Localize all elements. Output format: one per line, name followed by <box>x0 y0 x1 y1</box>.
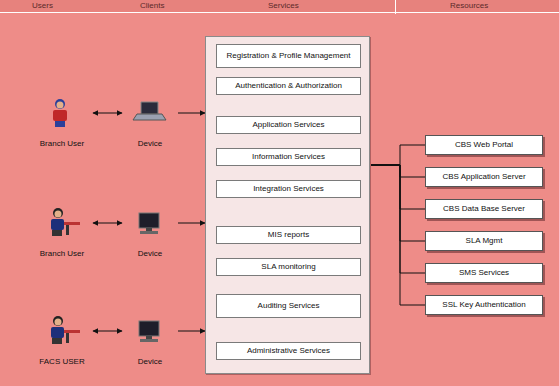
node-text: SMS Services <box>459 268 509 277</box>
node-text: CBS Data Base Server <box>443 204 525 213</box>
node-text: SLA monitoring <box>261 262 315 271</box>
node-text: Auditing Services <box>258 301 320 310</box>
service-box: MIS reports <box>216 226 361 244</box>
service-box: Integration Services <box>216 180 361 198</box>
header-rule <box>0 12 559 13</box>
actor-label: Device <box>124 208 176 258</box>
actor-label: FACS USER <box>33 316 91 366</box>
node-text: Authentication & Authorization <box>235 81 342 90</box>
actor-label: Branch User <box>33 98 91 148</box>
node-text: Device <box>137 249 163 258</box>
node-text: Integration Services <box>253 184 324 193</box>
connector <box>370 165 425 177</box>
resource-box: CBS Application Server <box>425 167 543 187</box>
service-box: SLA monitoring <box>216 258 361 276</box>
connector <box>178 113 205 114</box>
node-text: FACS USER <box>38 357 85 366</box>
services-panel: Registration & Profile ManagementAuthent… <box>205 36 370 374</box>
node-text: Application Services <box>252 120 324 129</box>
service-box: Registration & Profile Management <box>216 44 361 68</box>
actor-label: Device <box>124 98 176 148</box>
node-text: Branch User <box>39 139 85 148</box>
user-icon <box>51 316 80 344</box>
node-text: Information Services <box>252 152 325 161</box>
connector <box>370 165 425 305</box>
desktop-icon <box>139 213 159 234</box>
header-band <box>0 0 559 12</box>
header-tick <box>395 0 396 14</box>
node-text: Registration & Profile Management <box>226 51 350 60</box>
service-box: Application Services <box>216 116 361 134</box>
resource-box: SLA Mgmt <box>425 231 543 251</box>
resource-box: CBS Data Base Server <box>425 199 543 219</box>
node-text: Administrative Services <box>247 346 330 355</box>
connector <box>370 165 425 209</box>
connector <box>93 223 122 224</box>
node-text: Branch User <box>39 249 85 258</box>
connector <box>370 165 425 273</box>
column-heading: Services <box>268 1 299 10</box>
connector <box>370 165 425 241</box>
node-text: MIS reports <box>268 230 309 239</box>
column-heading: Clients <box>140 1 164 10</box>
column-heading: Resources <box>450 1 488 10</box>
actor-label: Device <box>124 316 176 366</box>
desktop-icon <box>139 321 159 342</box>
resource-box: SSL Key Authentication <box>425 295 543 315</box>
service-box: Authentication & Authorization <box>216 77 361 95</box>
node-text: CBS Web Portal <box>455 140 513 149</box>
column-heading: Users <box>32 1 53 10</box>
node-text: CBS Application Server <box>442 172 525 181</box>
service-box: Information Services <box>216 148 361 166</box>
connector <box>370 145 425 165</box>
actor-label: Branch User <box>33 208 91 258</box>
service-box: Auditing Services <box>216 294 361 318</box>
service-box: Administrative Services <box>216 342 361 360</box>
laptop-icon <box>133 102 166 120</box>
resource-box: SMS Services <box>425 263 543 283</box>
connector <box>178 223 205 224</box>
user-icon <box>51 208 80 236</box>
user-icon <box>53 99 67 127</box>
node-text: SLA Mgmt <box>466 236 503 245</box>
node-text: Device <box>137 139 163 148</box>
resource-box: CBS Web Portal <box>425 135 543 155</box>
connector <box>178 331 205 332</box>
connector <box>93 331 122 332</box>
node-text: Device <box>137 357 163 366</box>
node-text: SSL Key Authentication <box>442 300 525 309</box>
connector <box>93 113 122 114</box>
